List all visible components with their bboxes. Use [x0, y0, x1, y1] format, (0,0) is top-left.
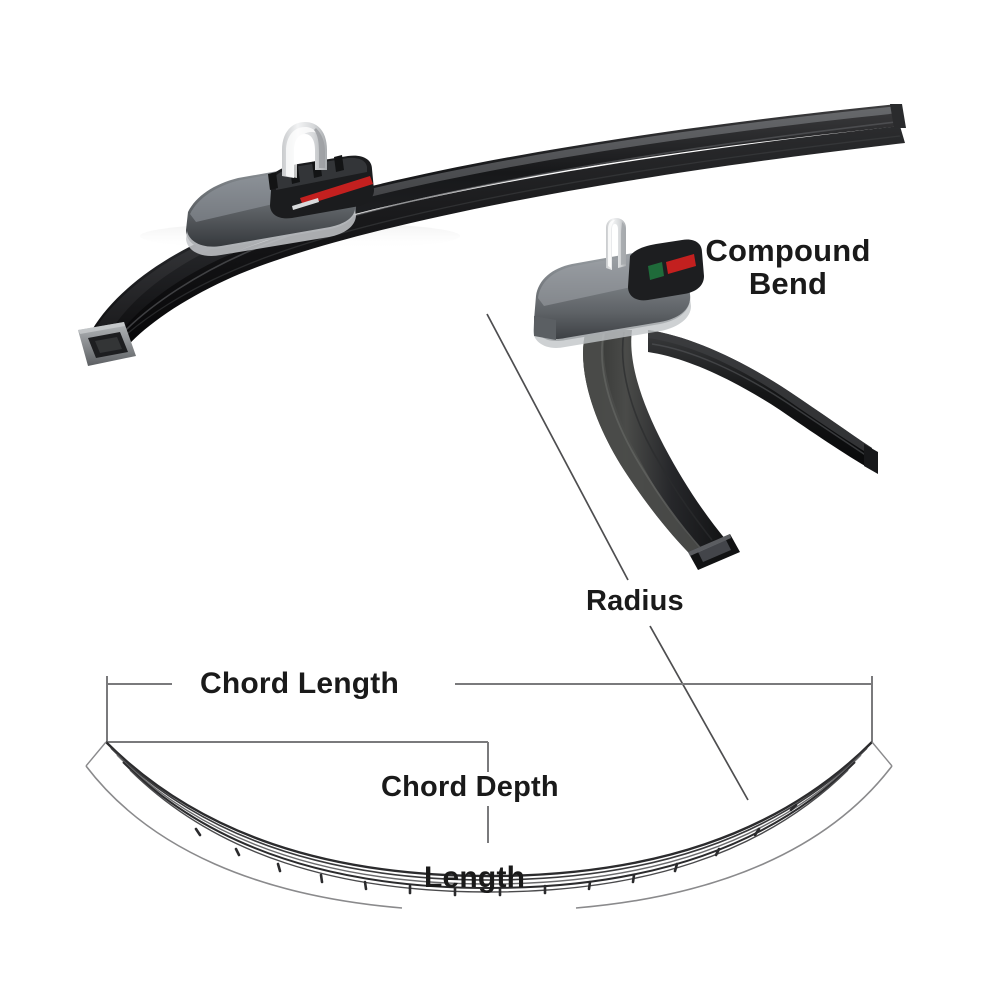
blade-segment-ticks: [194, 803, 798, 897]
radius-leader-lines: [486, 313, 749, 801]
compound-bend-blade-illustration: [533, 218, 878, 570]
indicator-red: [666, 254, 696, 274]
main-blade-right-tip: [890, 104, 906, 128]
blade-curve-3: [116, 754, 862, 885]
compound-bend-rear-arm: [648, 330, 872, 470]
compound-bend-arm-stud: [606, 218, 626, 270]
main-wiper-blade-illustration: [78, 104, 906, 366]
compound-bend-connector-housing: [533, 239, 704, 348]
label-compound-bend: Compound Bend: [690, 234, 886, 301]
main-blade-end-cap: [78, 322, 136, 366]
blade-curve-4: [122, 761, 856, 890]
label-length: Length: [424, 861, 526, 894]
label-compound-bend-line2: Bend: [748, 266, 828, 302]
length-dimension: [85, 741, 893, 909]
label-radius: Radius: [586, 585, 684, 617]
blade-curve-outer-top: [105, 741, 873, 878]
compound-bend-front-arm-facet: [583, 330, 702, 556]
accent-stripe-red: [300, 176, 373, 206]
dimension-drawing: [85, 676, 893, 909]
compound-bend-front-arm: [583, 330, 726, 556]
label-chord-depth: Chord Depth: [381, 771, 559, 803]
compound-bend-blade-end-channel: [688, 534, 740, 570]
label-compound-bend-line1: Compound: [705, 233, 871, 268]
radius-leader-lower: [649, 625, 749, 801]
compound-bend-front-arm-seam-a: [601, 331, 703, 551]
blade-curve-2: [110, 747, 868, 881]
chord-length-dimension: [106, 676, 873, 742]
label-chord-length: Chord Length: [200, 667, 400, 700]
chord-depth-dimension: [107, 741, 489, 843]
length-arc-left: [85, 765, 403, 909]
length-extension-left: [85, 741, 107, 767]
indicator-green: [648, 262, 664, 280]
compound-bend-rear-arm-tip: [864, 444, 878, 474]
length-arc-right: [575, 765, 893, 909]
compound-bend-front-arm-seam-b: [621, 331, 713, 541]
main-blade-lower-seam: [107, 135, 901, 353]
blade-curve-inner: [129, 769, 849, 893]
dimension-blade-outline: [105, 741, 873, 897]
radius-leader-upper: [486, 313, 629, 581]
accent-stripe-silver: [292, 198, 319, 210]
wiper-arm-hook: [282, 122, 327, 178]
length-extension-right: [871, 741, 893, 767]
compound-bend-rear-arm-seam: [651, 343, 871, 459]
